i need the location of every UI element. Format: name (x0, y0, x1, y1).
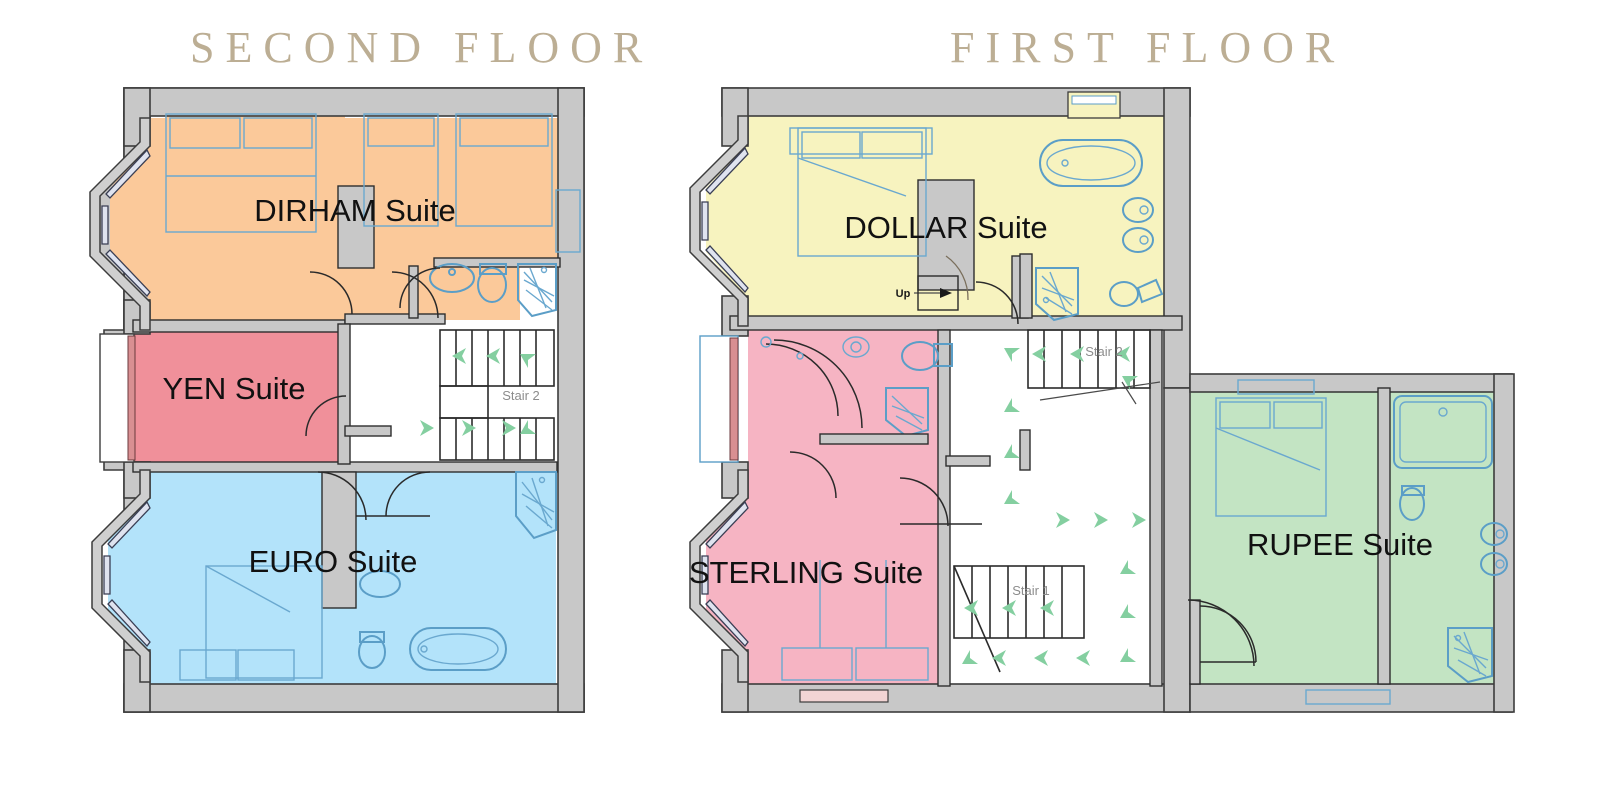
dirham-bed-right-2 (455, 113, 581, 253)
room-label-rupee: RUPEE Suite (1247, 527, 1433, 562)
first-floor-stair-2[interactable]: Stair 2 (1004, 329, 1161, 504)
room-label-dirham: DIRHAM Suite (254, 193, 456, 228)
second-floor-stair-zone (345, 322, 558, 468)
room-label-yen: YEN Suite (162, 371, 305, 406)
euro-shower-spray-icon (521, 477, 555, 529)
rupee-shower-spray-icon (1453, 631, 1489, 677)
first-bay-window-upper (689, 115, 749, 327)
rupee-bath-fixtures (1187, 379, 1508, 705)
bay-window-upper-left (89, 117, 151, 331)
bay-window-lower-left (91, 469, 151, 683)
first-floor-stair-1[interactable]: Stair 1 (953, 512, 1146, 673)
euro-bath-fixtures (358, 471, 557, 671)
sterling-shower-spray-icon (891, 395, 925, 431)
second-floor-stair-2[interactable]: Stair 2 (420, 329, 555, 461)
first-floor-stair-hall (946, 330, 1158, 684)
rupee-bed (1215, 397, 1327, 517)
dirham-bath-fixtures (429, 263, 557, 318)
stair-label-second-stair2: Stair 2 (502, 388, 540, 403)
second-floor-title: SECOND FLOOR (190, 23, 654, 72)
sterling-fixtures (760, 336, 982, 681)
room-label-sterling: STERLING Suite (689, 555, 923, 590)
stair-label-first-stair1: Stair 1 (1012, 583, 1050, 598)
yen-window (99, 333, 136, 463)
dollar-bath-fixtures (1035, 139, 1164, 322)
dollar-shower-spray-icon (1041, 271, 1075, 315)
euro-bed (179, 565, 323, 681)
room-yen[interactable] (133, 330, 345, 468)
room-label-dollar: DOLLAR Suite (844, 210, 1047, 245)
shower-spray-icon (523, 267, 555, 311)
stair-label-first-stair2: Stair 2 (1085, 344, 1123, 359)
dirham-bed-right-1 (363, 113, 439, 227)
up-stair-marker: Up (896, 255, 969, 311)
first-floor-doors (799, 91, 1121, 703)
dollar-bed (789, 127, 933, 257)
room-dirham[interactable] (110, 112, 560, 320)
first-floor-title: FIRST FLOOR (950, 23, 1346, 72)
sterling-window (699, 335, 739, 463)
second-floor-doors (305, 267, 441, 521)
dirham-bed-left (165, 113, 317, 233)
up-label: Up (896, 288, 911, 300)
first-bay-window-lower (689, 469, 749, 683)
room-label-euro: EURO Suite (249, 544, 418, 579)
